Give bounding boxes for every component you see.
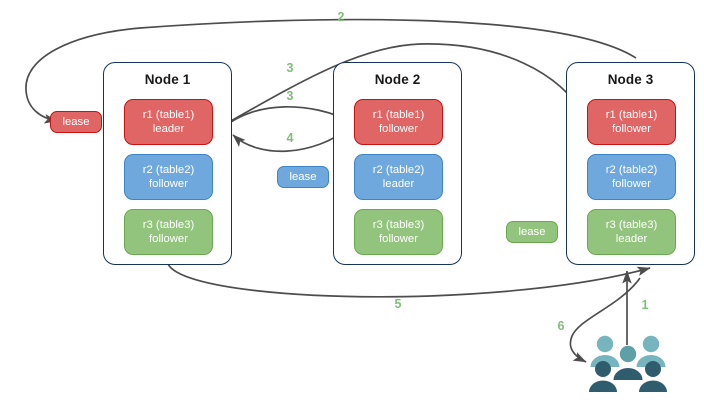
lease-label: lease [289, 171, 317, 183]
replica-name: r1 (table1) [605, 109, 658, 121]
lease-badge-r3: lease [506, 221, 558, 243]
replica-node-3-r2[interactable]: r2 (table2) follower [587, 154, 676, 200]
edge-label-6: 6 [557, 319, 565, 333]
edge-label-3a: 3 [286, 61, 294, 75]
replica-name: r1 (table1) [142, 109, 195, 121]
replica-name: r2 (table2) [142, 164, 195, 176]
users-front-row [589, 361, 667, 392]
node-title: Node 2 [374, 72, 421, 87]
replica-node-3-r1[interactable]: r1 (table1) follower [587, 99, 676, 145]
edge-step-2 [25, 18, 637, 124]
replica-name: r2 (table2) [605, 164, 658, 176]
replica-role: follower [149, 178, 188, 190]
edge-label-4: 4 [286, 131, 294, 145]
edge-step-5 [167, 263, 651, 298]
replica-node-1-r1[interactable]: r1 (table1) leader [124, 99, 213, 145]
replica-node-2-r1[interactable]: r1 (table1) follower [354, 99, 443, 145]
replica-role: follower [612, 123, 651, 135]
replica-name: r3 (table3) [605, 219, 658, 231]
users-middle-person [619, 345, 637, 363]
node-container-node-2[interactable]: Node 2 r1 (table1) follower r2 (table2) … [333, 62, 462, 265]
replica-name: r1 (table1) [372, 109, 425, 121]
edge-label-2: 2 [337, 10, 345, 24]
replica-name: r3 (table3) [372, 219, 425, 231]
node-title: Node 1 [144, 72, 191, 87]
users-icon [589, 335, 667, 392]
replica-role: leader [382, 178, 415, 190]
replica-node-2-r3[interactable]: r3 (table3) follower [354, 209, 443, 255]
replica-role: follower [612, 178, 651, 190]
node-container-node-3[interactable]: Node 3 r1 (table1) follower r2 (table2) … [566, 62, 695, 265]
replica-role: follower [379, 233, 418, 245]
node-title: Node 3 [607, 72, 654, 87]
lease-badge-r2: lease [277, 166, 329, 188]
node-container-node-1[interactable]: Node 1 r1 (table1) leader r2 (table2) fo… [103, 62, 232, 265]
replica-node-1-r2[interactable]: r2 (table2) follower [124, 154, 213, 200]
replica-role: follower [149, 233, 188, 245]
edge-label-1: 1 [641, 298, 649, 312]
edge-step-3-to-node3 [221, 43, 587, 127]
replica-name: r2 (table2) [372, 164, 425, 176]
edge-label-5: 5 [394, 297, 402, 311]
replica-node-2-r2[interactable]: r2 (table2) leader [354, 154, 443, 200]
edge-step-6 [569, 277, 641, 363]
replica-node-1-r3[interactable]: r3 (table3) follower [124, 209, 213, 255]
lease-label: lease [518, 226, 546, 238]
lease-label: lease [62, 116, 90, 128]
replica-role: follower [379, 123, 418, 135]
replica-node-3-r3[interactable]: r3 (table3) leader [587, 209, 676, 255]
edge-label-3b: 3 [286, 89, 294, 103]
lease-badge-r1: lease [50, 111, 102, 133]
replica-name: r3 (table3) [142, 219, 195, 231]
replica-role: leader [152, 123, 185, 135]
replica-role: leader [615, 233, 648, 245]
